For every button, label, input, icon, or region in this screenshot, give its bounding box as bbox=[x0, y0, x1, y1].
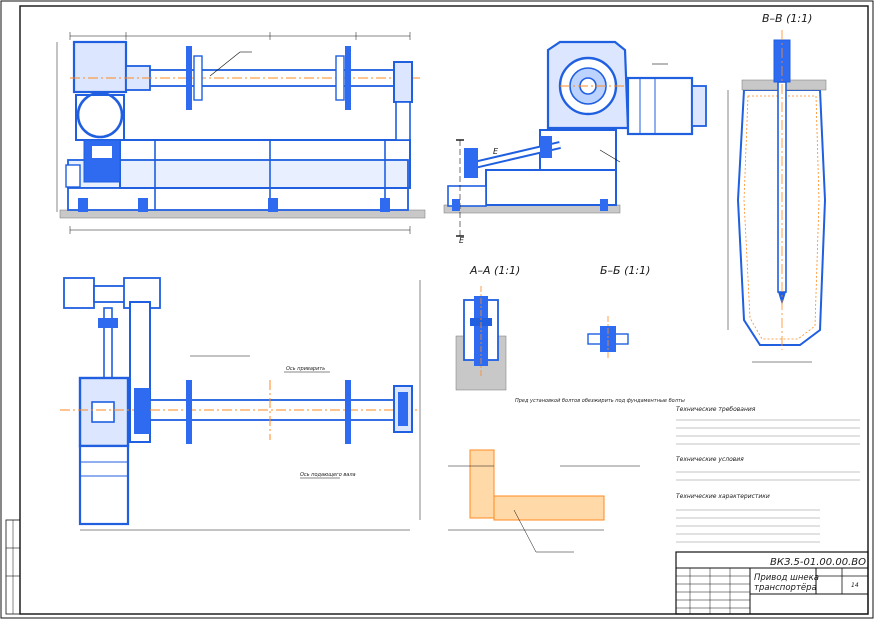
callout-weld: Ось приварить bbox=[286, 366, 325, 372]
section-bb-view: В–В (1:1) bbox=[727, 12, 827, 363]
drawing-code: ВКЗ.5-01.00.00.ВО bbox=[770, 557, 866, 568]
title-block: ВКЗ.5-01.00.00.ВО Привод шнека транспорт… bbox=[675, 551, 869, 615]
tech-characteristics-title: Технические характеристики bbox=[676, 493, 770, 500]
section-aa-view: А–А (1:1) bbox=[455, 264, 520, 391]
plan-motor bbox=[78, 444, 130, 526]
plan-view: Ось приварить Ось подающего вала bbox=[60, 277, 421, 531]
section-bb2-title: Б–Б (1:1) bbox=[600, 264, 650, 277]
notes-block: Пред установкой болтов обезжирить под фу… bbox=[515, 398, 860, 543]
binding-strip bbox=[5, 519, 21, 615]
section-mark-e-bottom: Е bbox=[459, 236, 465, 245]
section-bb2-view: Б–Б (1:1) bbox=[587, 264, 650, 360]
side-motor bbox=[626, 76, 694, 136]
front-gearbox bbox=[72, 40, 128, 94]
drawing-title-line2: транспортёра bbox=[754, 583, 817, 593]
callout-bolts-note: Пред установкой болтов обезжирить под фу… bbox=[515, 398, 685, 404]
front-end-bearing bbox=[393, 61, 413, 103]
front-view bbox=[56, 32, 426, 234]
front-foundation-bolts bbox=[78, 198, 390, 212]
bolt-install-detail bbox=[448, 449, 640, 553]
side-inclined-shaft bbox=[464, 136, 561, 178]
front-gear-circle bbox=[76, 91, 124, 139]
section-bb-title: В–В (1:1) bbox=[762, 12, 812, 25]
install-conditions-title: Технические условия bbox=[676, 456, 744, 463]
tech-requirements-title: Технические требования bbox=[676, 406, 756, 413]
front-flanges bbox=[186, 46, 351, 110]
side-view: Е Е bbox=[443, 40, 707, 245]
section-aa-title: А–А (1:1) bbox=[469, 264, 520, 277]
front-ground bbox=[59, 209, 426, 219]
front-dimensions bbox=[56, 32, 411, 234]
callout-shaft-axis: Ось подающего вала bbox=[300, 472, 356, 478]
sheet-frame bbox=[19, 5, 869, 615]
sheet-scale: 14 bbox=[851, 582, 859, 589]
plan-flanges bbox=[186, 380, 351, 444]
drawing-title-line1: Привод шнека bbox=[754, 573, 819, 583]
section-mark-e-top: Е bbox=[493, 147, 499, 156]
